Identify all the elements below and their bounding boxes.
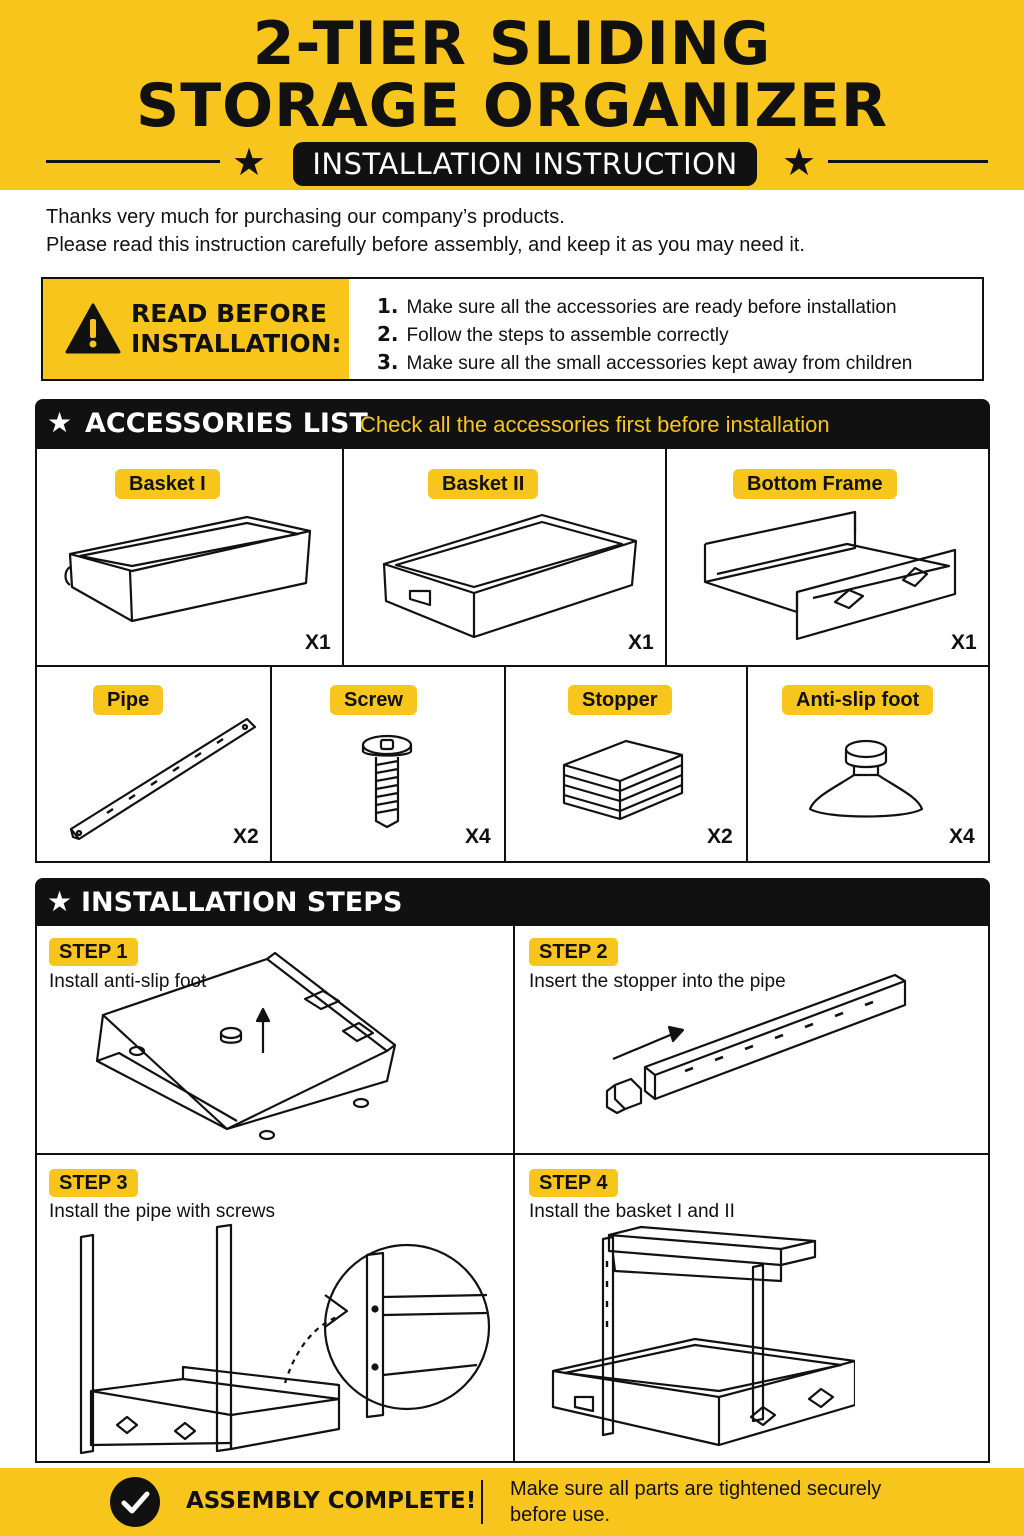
step-1-illustration [95, 951, 397, 1141]
basket-1-illustration [64, 515, 312, 623]
star-icon: ★ [782, 142, 817, 184]
warning-icon [65, 303, 121, 354]
header-banner: 2-TIER SLIDING STORAGE ORGANIZER ★ INSTA… [0, 0, 1024, 190]
steps-grid: STEP 1 Install anti-slip foot STEP 2 Ins… [35, 921, 990, 1463]
accessory-label: Stopper [568, 685, 672, 715]
accessory-qty: X4 [949, 825, 975, 848]
read-before-notice: READ BEFORE INSTALLATION: 1. Make sure al… [41, 277, 984, 381]
accessory-qty: X2 [707, 825, 733, 848]
intro-text: Thanks very much for purchasing our comp… [46, 203, 805, 259]
checkmark-icon [110, 1477, 160, 1527]
accessories-note: Check all the accessories first before i… [360, 412, 830, 437]
accessories-title: ACCESSORIES LIST [85, 408, 368, 439]
accessory-label: Pipe [93, 685, 164, 715]
step-4-illustration [551, 1225, 855, 1447]
accessory-qty: X4 [465, 825, 491, 848]
accessory-basket-1: Basket I X1 [37, 449, 344, 667]
steps-title: INSTALLATION STEPS [81, 887, 403, 918]
accessory-label: Basket II [428, 469, 539, 499]
step-label: STEP 2 [529, 938, 618, 966]
header-rule-left [46, 160, 220, 163]
star-icon: ★ [47, 407, 73, 438]
stopper-illustration [562, 739, 684, 821]
item-text: Make sure all the small accessories kept… [406, 353, 913, 374]
step-description: Install the pipe with screws [49, 1201, 275, 1222]
notice-list: 1. Make sure all the accessories are read… [377, 293, 912, 377]
accessory-qty: X2 [233, 825, 259, 848]
item-text: Follow the steps to assemble correctly [406, 325, 729, 346]
accessory-bottom-frame: Bottom Frame X1 [667, 449, 990, 667]
star-icon: ★ [232, 142, 267, 184]
notice-title: READ BEFORE INSTALLATION: [131, 299, 342, 359]
notice-item: 2. Follow the steps to assemble correctly [377, 321, 912, 349]
notice-title-line-2: INSTALLATION: [131, 329, 342, 358]
intro-line-2: Please read this instruction carefully b… [46, 234, 805, 256]
title-line-1: 2-TIER SLIDING [252, 9, 772, 79]
pipe-illustration [69, 717, 257, 841]
accessory-pipe: Pipe X2 [37, 667, 272, 861]
accessory-basket-2: Basket II X1 [344, 449, 667, 667]
basket-2-illustration [382, 513, 638, 639]
assembly-complete-title: ASSEMBLY COMPLETE! [186, 1488, 477, 1514]
accessory-qty: X1 [628, 631, 654, 654]
notice-title-line-1: READ BEFORE [131, 299, 327, 328]
step-3-panel: STEP 3 Install the pipe with screws [37, 1155, 515, 1461]
step-4-panel: STEP 4 Install the basket I and II [515, 1155, 990, 1461]
accessory-qty: X1 [305, 631, 331, 654]
step-1-panel: STEP 1 Install anti-slip foot [37, 923, 515, 1155]
anti-slip-foot-illustration [808, 739, 924, 818]
step-2-illustration [605, 973, 907, 1115]
screw-illustration [361, 734, 413, 829]
accessory-screw: Screw X4 [272, 667, 506, 861]
notice-item: 1. Make sure all the accessories are read… [377, 293, 912, 321]
star-icon: ★ [47, 886, 73, 917]
installation-steps-header: ★ INSTALLATION STEPS [35, 878, 990, 926]
accessories-header: ★ ACCESSORIES LIST Check all the accesso… [35, 399, 990, 447]
footer-note: Make sure all parts are tightened secure… [510, 1478, 882, 1526]
accessory-label: Basket I [115, 469, 220, 499]
step-description: Install anti-slip foot [49, 971, 207, 992]
subtitle-pill: INSTALLATION INSTRUCTION [293, 142, 757, 186]
accessory-label: Anti-slip foot [782, 685, 934, 715]
item-number: 3. [377, 350, 399, 374]
footer-banner: ASSEMBLY COMPLETE! Make sure all parts a… [0, 1468, 1024, 1536]
item-number: 2. [377, 322, 399, 346]
accessory-label: Screw [330, 685, 417, 715]
step-label: STEP 3 [49, 1169, 138, 1197]
title-line-2: STORAGE ORGANIZER [135, 71, 889, 141]
step-description: Insert the stopper into the pipe [529, 971, 786, 992]
intro-line-1: Thanks very much for purchasing our comp… [46, 206, 565, 228]
step-3-illustration [79, 1223, 491, 1455]
step-description: Install the basket I and II [529, 1201, 735, 1222]
notice-label-panel: READ BEFORE INSTALLATION: [43, 279, 349, 379]
bottom-frame-illustration [703, 510, 957, 641]
step-2-panel: STEP 2 Insert the stopper into the pipe [515, 923, 990, 1155]
accessory-stopper: Stopper X2 [506, 667, 748, 861]
accessories-grid: Basket I X1 Basket II X1 Bottom Fr [35, 447, 990, 863]
notice-item: 3. Make sure all the small accessories ke… [377, 349, 912, 377]
step-label: STEP 4 [529, 1169, 618, 1197]
footer-divider [481, 1480, 483, 1524]
item-number: 1. [377, 294, 399, 318]
accessory-anti-slip-foot: Anti-slip foot X4 [748, 667, 990, 861]
header-rule-right [828, 160, 988, 163]
item-text: Make sure all the accessories are ready … [406, 297, 897, 318]
accessory-label: Bottom Frame [733, 469, 897, 499]
step-label: STEP 1 [49, 938, 138, 966]
accessory-qty: X1 [951, 631, 977, 654]
